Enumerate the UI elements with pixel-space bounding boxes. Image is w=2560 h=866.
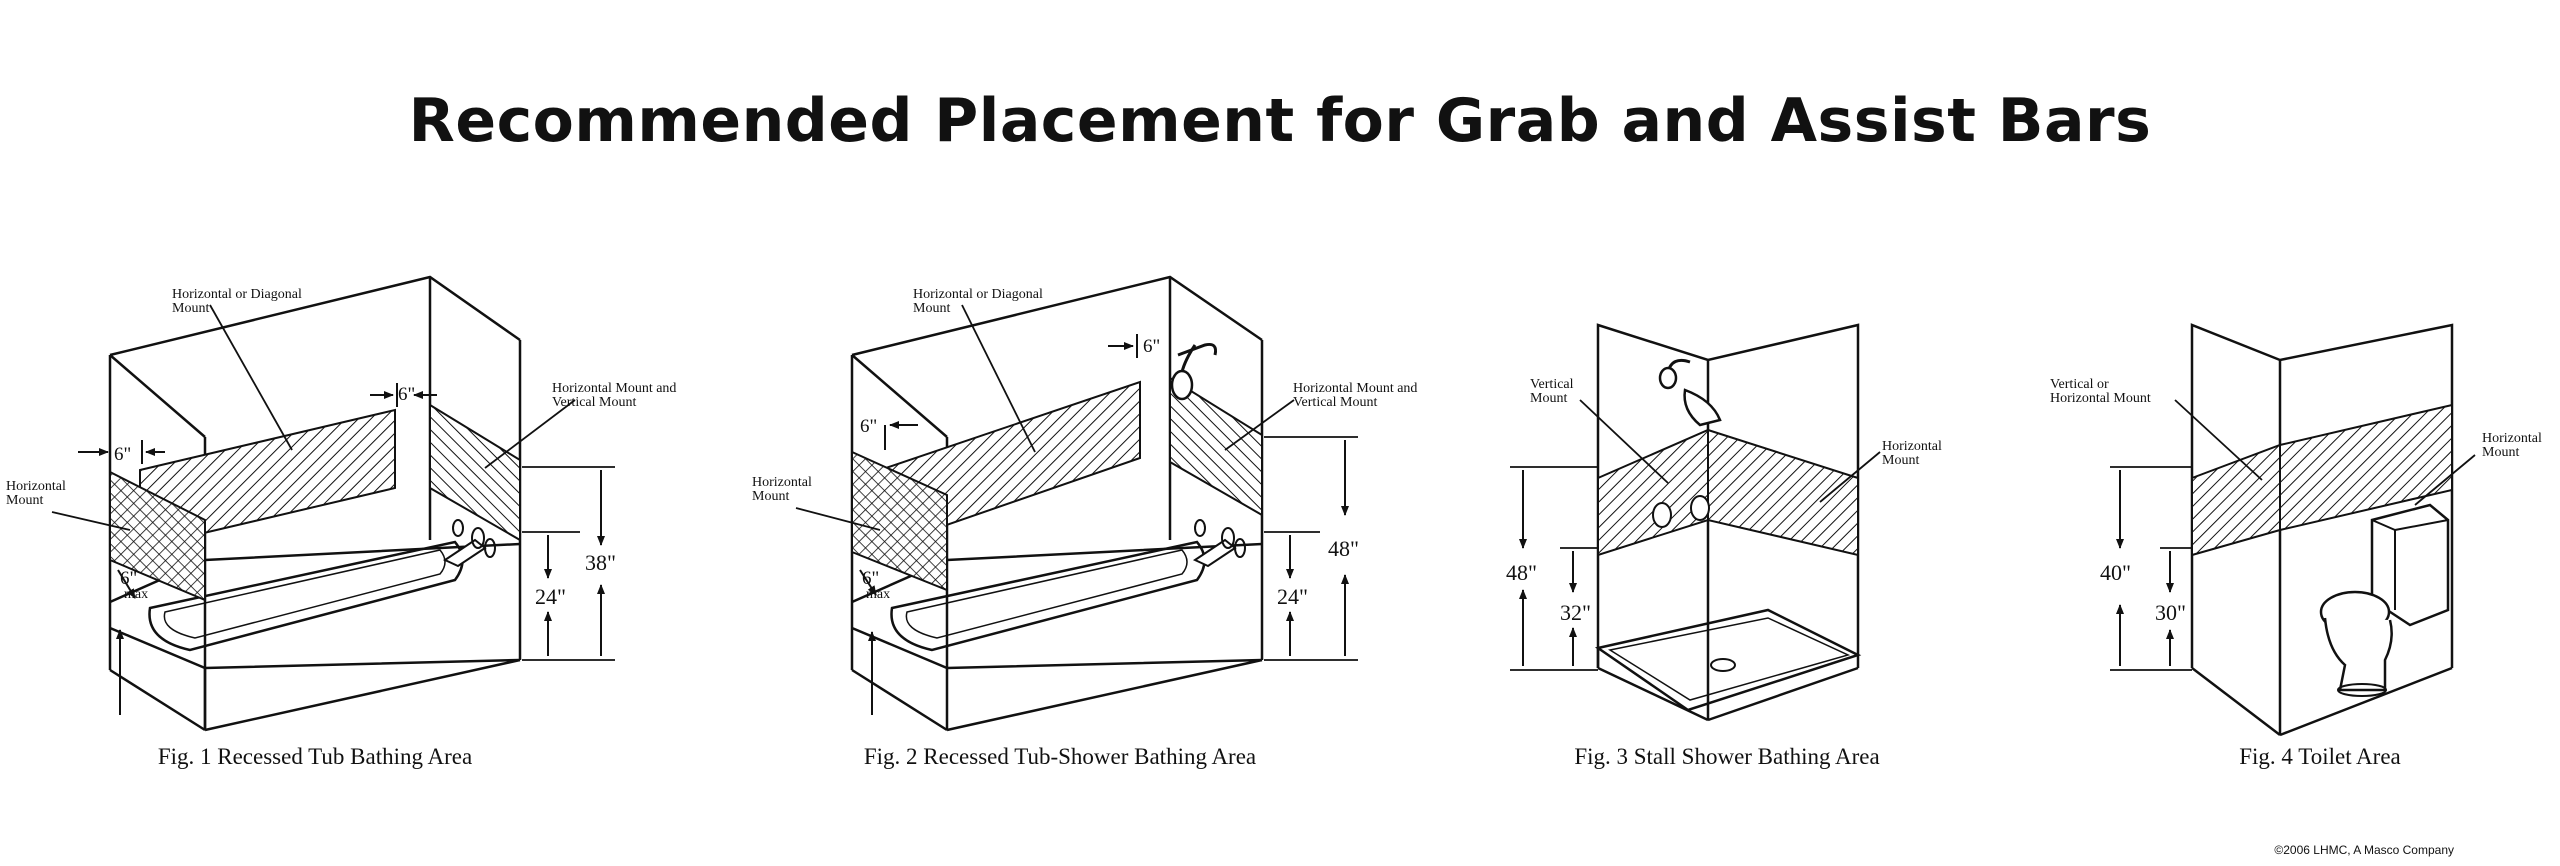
fig1-label-diagonal-line2: Mount [172, 301, 209, 316]
fig3-dim-32: 32" [1560, 600, 1591, 625]
fig2-label-h-line1: Horizontal [752, 475, 812, 490]
fig1-dim-left: 6" [114, 444, 131, 465]
fig1-dim-38: 38" [585, 550, 616, 575]
fig2-label-h-line2: Mount [752, 489, 789, 504]
fig1-label-h-line2: Mount [6, 493, 43, 508]
fig3-stall-shower [1510, 323, 1881, 722]
copyright-note: ©2006 LHMC, A Masco Company [2274, 843, 2454, 857]
fig3-dim-48: 48" [1506, 560, 1537, 585]
fig3-caption: Fig. 3 Stall Shower Bathing Area [1574, 744, 1880, 769]
fig2-recessed-tub-shower [795, 275, 1358, 732]
fig1-caption: Fig. 1 Recessed Tub Bathing Area [157, 744, 473, 769]
fig4-label-h-line1: Horizontal [2482, 431, 2542, 446]
fig4-dim-40: 40" [2100, 560, 2131, 585]
fig2-label-diagonal-line1: Horizontal or Diagonal [913, 287, 1043, 302]
fig3-label-v-line1: Vertical [1530, 377, 1574, 392]
page-title: Recommended Placement for Grab and Assis… [408, 86, 2152, 156]
fig4-label-vh-line2: Horizontal Mount [2050, 391, 2151, 406]
fig2-label-diagonal-line2: Mount [913, 301, 950, 316]
fig2-label-hv-line2: Vertical Mount [1293, 395, 1377, 410]
fig4-toilet [2110, 323, 2476, 737]
fig2-dim-48: 48" [1328, 536, 1359, 561]
fig1-label-diagonal-line1: Horizontal or Diagonal [172, 287, 302, 302]
fig2-caption: Fig. 2 Recessed Tub-Shower Bathing Area [863, 744, 1257, 769]
fig4-label-h-line2: Mount [2482, 445, 2519, 460]
fig2-dim-left: 6" [860, 416, 877, 437]
fig4-dim-30: 30" [2155, 600, 2186, 625]
fig1-dim-low: 6" [120, 568, 137, 589]
fig4-label-vh-line1: Vertical or [2050, 377, 2109, 392]
fig4-caption: Fig. 4 Toilet Area [2239, 744, 2401, 769]
fig1-dim-low-max: max [124, 587, 148, 602]
fig2-dim-low-max: max [866, 587, 890, 602]
fig1-dim-24: 24" [535, 584, 566, 609]
fig3-label-v-line2: Mount [1530, 391, 1567, 406]
fig3-label-h-line1: Horizontal [1882, 439, 1942, 454]
fig1-label-hv-line1: Horizontal Mount and [552, 381, 676, 396]
fig2-dim-24: 24" [1277, 584, 1308, 609]
fig2-dim-low: 6" [862, 568, 879, 589]
fig2-dim-end: 6" [1143, 336, 1160, 357]
fig1-label-h-line1: Horizontal [6, 479, 66, 494]
fig2-label-hv-line1: Horizontal Mount and [1293, 381, 1417, 396]
fig1-label-hv-line2: Vertical Mount [552, 395, 636, 410]
fig1-recessed-tub [51, 275, 615, 732]
fig3-label-h-line2: Mount [1882, 453, 1919, 468]
fig1-dim-end: 6" [398, 384, 415, 405]
